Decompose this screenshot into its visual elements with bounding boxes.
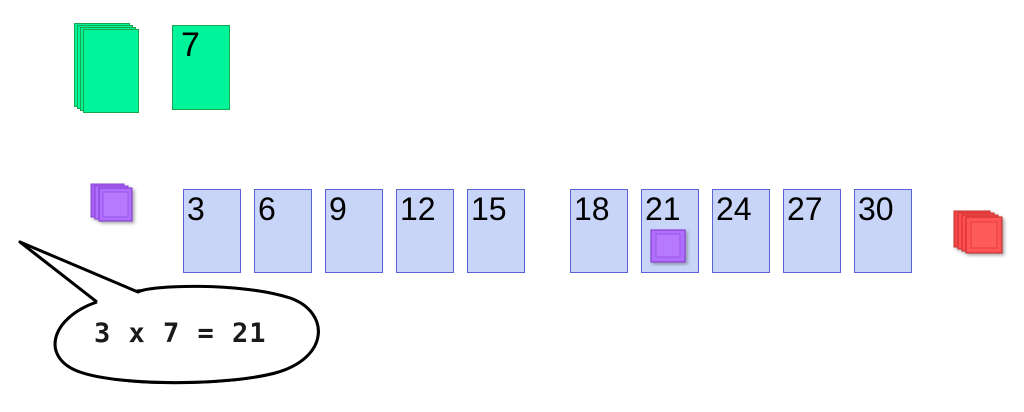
sequence-card-value: 15 [471, 191, 507, 227]
sequence-card[interactable]: 27 [783, 189, 841, 273]
sequence-card[interactable]: 24 [712, 189, 770, 273]
sequence-card[interactable]: 6 [254, 189, 312, 273]
green-card-deck[interactable] [74, 23, 148, 113]
sequence-card-value: 12 [400, 191, 436, 227]
sequence-card-value: 18 [574, 191, 610, 227]
sequence-card-value: 9 [329, 191, 347, 227]
deck-card-top [83, 29, 139, 113]
red-cube-stack[interactable] [952, 209, 1012, 259]
sequence-card[interactable]: 18 [570, 189, 628, 273]
sequence-card-marked[interactable]: 21 [641, 189, 699, 273]
red-cube-stack-icon [953, 210, 1003, 254]
sequence-card-value: 27 [787, 191, 823, 227]
sequence-card[interactable]: 30 [854, 189, 912, 273]
sequence-card-value: 21 [645, 191, 681, 227]
sequence-card-value: 3 [187, 191, 205, 227]
sequence-card[interactable]: 3 [183, 189, 241, 273]
drawn-card-value: 7 [181, 26, 200, 64]
purple-cube-stack[interactable] [90, 183, 140, 227]
sequence-card[interactable]: 15 [467, 189, 525, 273]
cube-stack-icon [90, 183, 133, 222]
sequence-card[interactable]: 12 [396, 189, 454, 273]
speech-bubble-text: 3 x 7 = 21 [94, 318, 267, 349]
sequence-card-value: 30 [858, 191, 894, 227]
sequence-card-value: 6 [258, 191, 276, 227]
sequence-card-value: 24 [716, 191, 752, 227]
purple-cube-marker-icon [650, 229, 686, 263]
speech-bubble [18, 240, 320, 385]
drawn-card[interactable]: 7 [172, 25, 230, 110]
sequence-card[interactable]: 9 [325, 189, 383, 273]
